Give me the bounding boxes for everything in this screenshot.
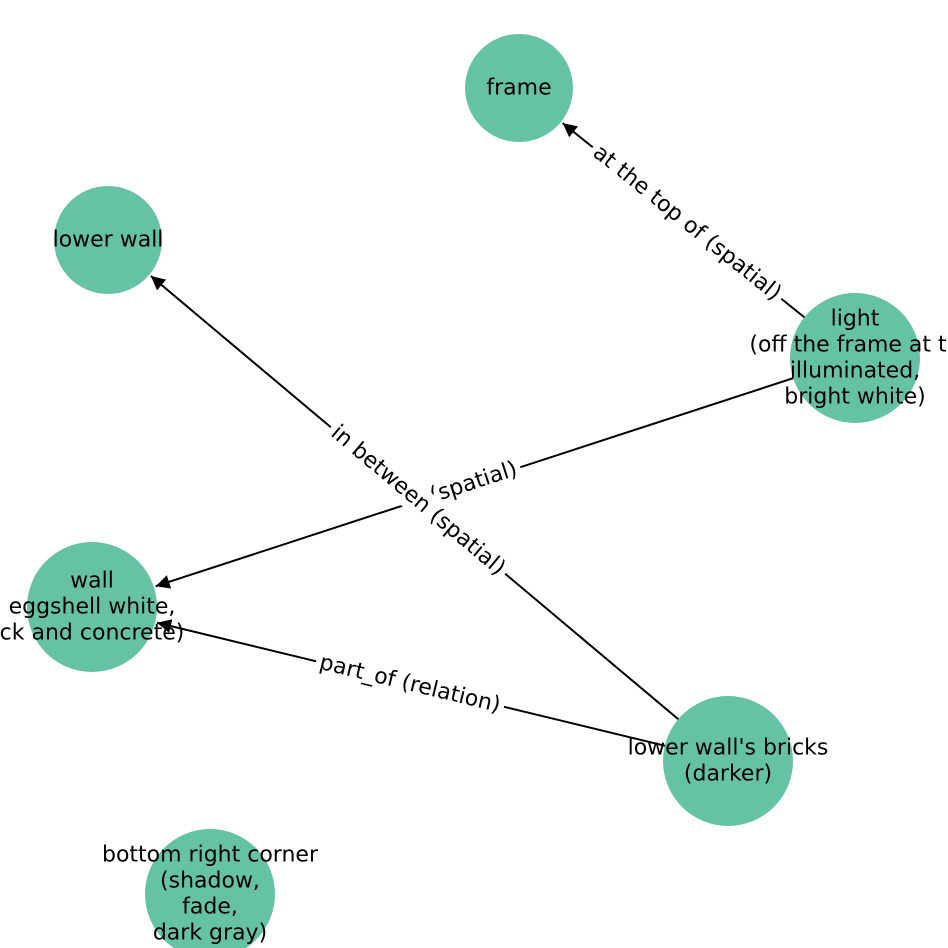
node-circle bbox=[790, 293, 920, 423]
node-label-line: frame bbox=[486, 76, 551, 101]
node-label-line: eggshell white, bbox=[9, 595, 176, 620]
node-label-line: bright white) bbox=[784, 385, 925, 410]
edge-label-background bbox=[422, 453, 525, 512]
node-label-line: dark gray) bbox=[153, 921, 267, 946]
edge-label-text: at the top of (spatial) bbox=[588, 140, 786, 306]
edge-label-text: part_of (relation) bbox=[317, 650, 503, 718]
node-light: light(off the frame at thilluminated,bri… bbox=[749, 293, 948, 423]
node-label-line: (off the frame at th bbox=[749, 333, 948, 358]
edge-label-bricks-to-lower-wall: in between (spatial) bbox=[321, 416, 515, 585]
node-label-line: bottom right corner bbox=[102, 843, 319, 868]
edge-label-background bbox=[583, 135, 791, 311]
node-label-line: fade, bbox=[182, 895, 238, 920]
node-label-line: lower wall's bricks bbox=[628, 736, 829, 761]
node-label-line: lower wall bbox=[53, 228, 164, 253]
node-label-line: wall bbox=[70, 569, 114, 594]
node-circle bbox=[145, 829, 275, 948]
node-lower-wall: lower wall bbox=[53, 186, 164, 294]
node-label-line: (shadow, bbox=[160, 869, 260, 894]
edge-label-background bbox=[312, 647, 508, 721]
node-label-line: light bbox=[831, 307, 880, 332]
edge-label-bricks-to-wall: part_of (relation) bbox=[312, 647, 508, 721]
edge-label-text: in between (spatial) bbox=[326, 420, 510, 580]
edge-label-light-to-frame: at the top of (spatial) bbox=[583, 135, 791, 311]
edge-label-text: (spatial) bbox=[427, 457, 521, 509]
node-label-line: (darker) bbox=[684, 762, 772, 787]
node-label-line: ck and concrete) bbox=[0, 621, 184, 646]
edge-label-background bbox=[321, 416, 515, 585]
node-circle bbox=[663, 696, 793, 826]
node-frame: frame bbox=[465, 34, 573, 142]
node-lower-wall-bricks: lower wall's bricks(darker) bbox=[628, 696, 829, 826]
node-bottom-right-corner: bottom right corner(shadow,fade,dark gra… bbox=[102, 829, 319, 948]
node-circle bbox=[465, 34, 573, 142]
node-label-line: illuminated, bbox=[790, 359, 920, 384]
node-circle bbox=[54, 186, 162, 294]
node-circle bbox=[27, 542, 157, 672]
